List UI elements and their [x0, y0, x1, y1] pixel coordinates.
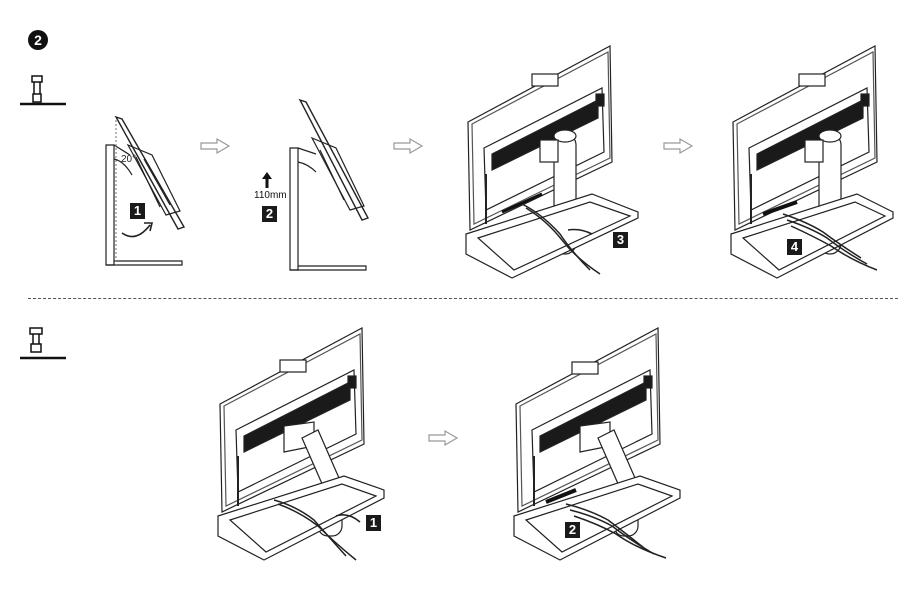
rear-view-cable-illustration [465, 45, 639, 279]
top-step-2-badge: 2 [262, 206, 277, 222]
bottom-step-2-badge: 2 [565, 522, 580, 538]
tilt-angle-label: 20° [121, 154, 137, 165]
side-view-lift-illustration [289, 98, 370, 271]
lift-distance-label: 110mm [254, 190, 287, 201]
section-divider [28, 298, 898, 299]
top-step-3-badge: 3 [613, 232, 628, 248]
tilt-stand-cable-routed-illustration [513, 327, 681, 561]
top-step-4-badge: 4 [787, 239, 802, 255]
tilt-stand-icon [20, 327, 66, 360]
bottom-step-1-badge: 1 [366, 515, 381, 531]
height-adjustable-stand-icon [20, 75, 66, 106]
tilt-stand-rear-cable-illustration [217, 327, 385, 561]
side-view-tilt-illustration [105, 115, 186, 266]
outline-right-arrow-icon [663, 137, 694, 155]
outline-right-arrow-icon [393, 137, 424, 155]
outline-right-arrow-icon [200, 137, 231, 155]
up-arrow-icon [262, 172, 272, 188]
top-step-1-badge: 1 [130, 203, 145, 219]
section-number-badge: 2 [28, 30, 48, 50]
rear-view-cable-routed-illustration [730, 45, 894, 279]
outline-right-arrow-icon [428, 429, 459, 447]
